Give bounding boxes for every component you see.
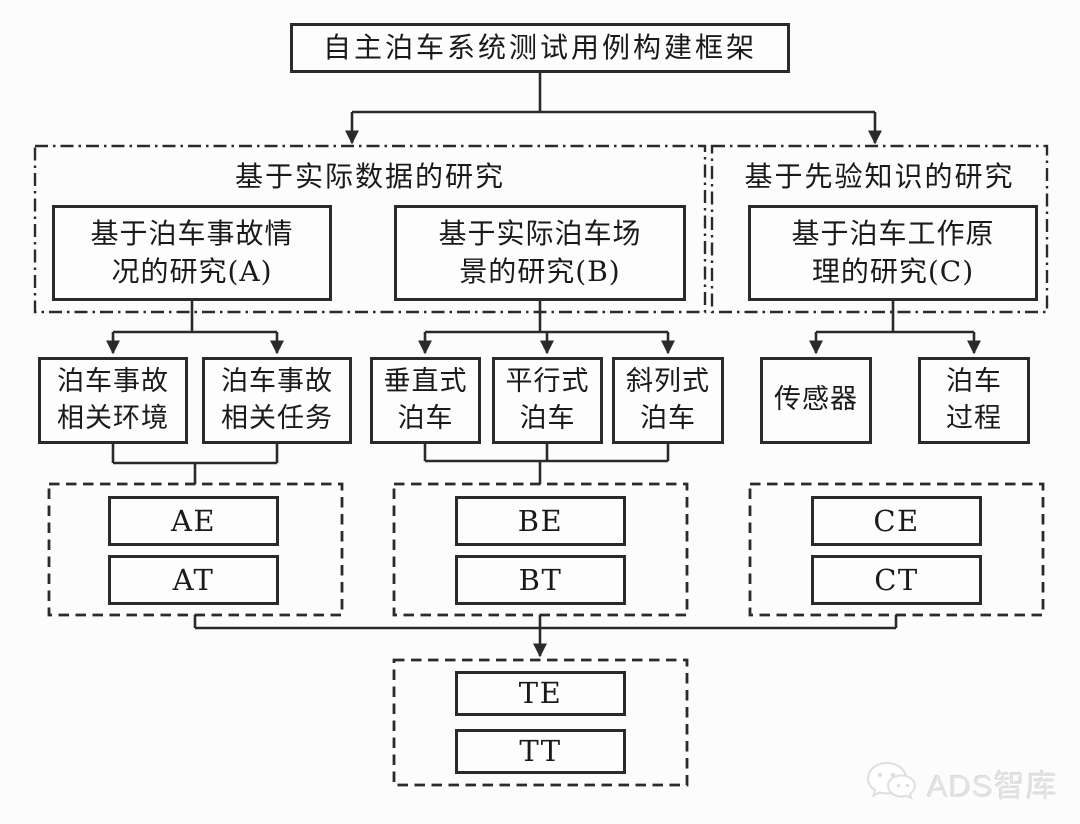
group-te-tt-border bbox=[392, 658, 689, 787]
node-te: TE bbox=[455, 671, 626, 716]
node-parking-process: 泊车 过程 bbox=[918, 357, 1030, 444]
connector-a-to-children bbox=[105, 301, 285, 355]
node-ce: CE bbox=[811, 496, 982, 546]
node-angled-parking: 斜列式 泊车 bbox=[612, 357, 724, 444]
group-prior-knowledge-border bbox=[710, 144, 1049, 314]
connector-root-to-groups bbox=[344, 72, 883, 145]
node-vertical-parking: 垂直式 泊车 bbox=[370, 357, 481, 444]
node-bt: BT bbox=[455, 555, 626, 605]
node-sensor: 传感器 bbox=[760, 357, 872, 444]
group-data-based-border bbox=[33, 144, 707, 314]
node-a: 基于泊车事故情 况的研究(A) bbox=[52, 205, 332, 301]
node-tt: TT bbox=[455, 729, 626, 774]
wechat-icon bbox=[867, 761, 917, 800]
node-b: 基于实际泊车场 景的研究(B) bbox=[394, 205, 686, 301]
node-accident-environment: 泊车事故 相关环境 bbox=[38, 357, 188, 444]
node-be: BE bbox=[455, 496, 626, 546]
node-parallel-parking: 平行式 泊车 bbox=[492, 357, 603, 444]
connector-to-te-group bbox=[193, 615, 898, 658]
connector-to-be-group bbox=[423, 444, 670, 484]
group-prior-knowledge-title: 基于先验知识的研究 bbox=[744, 160, 1015, 193]
group-data-based-title: 基于实际数据的研究 bbox=[234, 160, 505, 193]
node-root: 自主泊车系统测试用例构建框架 bbox=[290, 23, 790, 73]
node-ae: AE bbox=[108, 496, 279, 546]
node-root-label: 自主泊车系统测试用例构建框架 bbox=[322, 31, 757, 65]
node-at: AT bbox=[108, 555, 279, 605]
connector-b-to-children bbox=[417, 301, 676, 355]
watermark-label: ADS智库 bbox=[927, 768, 1058, 804]
node-accident-task: 泊车事故 相关任务 bbox=[202, 357, 352, 444]
node-ct: CT bbox=[811, 555, 982, 605]
watermark: ADS智库 bbox=[865, 760, 1058, 806]
connector-to-ae-group bbox=[111, 444, 279, 484]
node-c: 基于泊车工作原 理的研究(C) bbox=[748, 205, 1038, 301]
connector-c-to-children bbox=[808, 301, 982, 355]
